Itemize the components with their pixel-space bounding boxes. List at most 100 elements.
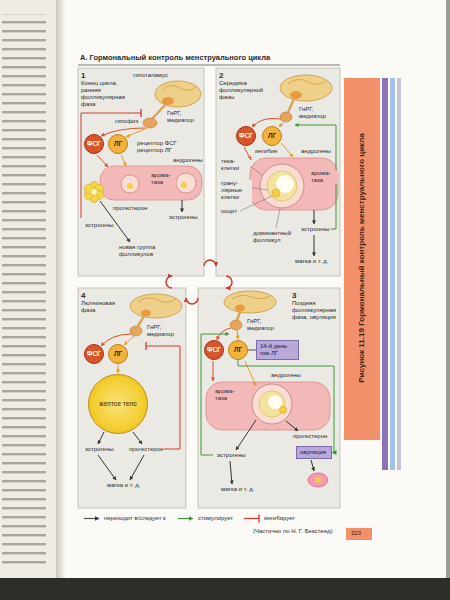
node-text: овуляция xyxy=(300,449,326,456)
hormone-arrow xyxy=(118,365,119,373)
ovary-drawing xyxy=(250,158,338,210)
hormone-arrow xyxy=(213,361,214,381)
text-label: ингибин xyxy=(254,148,278,155)
page-ground xyxy=(346,528,372,540)
text-label: ГнРГ, медиатор xyxy=(166,110,198,124)
hormone-arrow xyxy=(126,128,147,137)
hormone-arrow xyxy=(81,109,336,484)
legend-sample xyxy=(84,518,99,519)
brain-drawing xyxy=(288,79,326,84)
hormone-circle: ФСГ xyxy=(84,344,104,364)
page-ground xyxy=(56,0,446,578)
brain-drawing xyxy=(280,75,332,101)
hormone-circle: ЛГ xyxy=(262,126,282,146)
callout-box: овуляция xyxy=(296,446,332,459)
page-ground xyxy=(344,78,380,440)
hormone-arrow xyxy=(124,336,134,345)
node-text: желтое тело xyxy=(99,400,136,407)
text-label: ГнРГ, медиатор xyxy=(146,324,178,338)
hormone-arrow xyxy=(236,420,256,450)
phase-panel: 4Лютеиновая фазаФСГ ЛГ желтое тело xyxy=(78,288,186,508)
text-label: гипоталамус xyxy=(132,72,169,79)
panel-number: 4 xyxy=(81,291,127,300)
brain-drawing xyxy=(237,312,240,320)
panel-heading: 2Середина фолликулярной фазы xyxy=(219,71,265,101)
brain-drawing xyxy=(235,305,245,312)
ovary-drawing xyxy=(127,183,133,189)
legend-sample xyxy=(258,515,259,523)
page-ground xyxy=(446,0,450,578)
hormone-circle: ФСГ xyxy=(84,134,104,154)
hormone-arrow xyxy=(237,330,238,339)
brain-drawing xyxy=(162,97,174,105)
ovary-drawing xyxy=(121,175,139,193)
text-label: новая группа фолликулов xyxy=(118,244,166,258)
connector xyxy=(238,360,334,453)
ovary-drawing xyxy=(260,164,304,208)
ovary-drawing xyxy=(272,189,280,197)
text-label: эстрогены xyxy=(84,222,115,229)
text-label: рецептор ЛГ xyxy=(136,147,173,154)
brain-drawing xyxy=(162,85,196,90)
text-label: рецептор ФСГ xyxy=(136,140,178,147)
hormone-arrow xyxy=(252,118,281,127)
panel-title: Лютеиновая фаза xyxy=(81,300,127,314)
brain-drawing xyxy=(130,326,142,336)
hormone-arrow xyxy=(252,188,268,190)
text-label: 323 xyxy=(350,530,362,537)
hormone-circle: ФСГ xyxy=(236,126,256,146)
panel-ground xyxy=(78,288,186,508)
page-ground xyxy=(56,0,66,578)
panel-number: 1 xyxy=(81,71,127,80)
art-shape xyxy=(84,182,103,203)
text-label: андрогены xyxy=(172,157,204,164)
node-text: ЛГ xyxy=(114,141,122,148)
brain-drawing xyxy=(152,104,166,119)
node-text: ЛГ xyxy=(234,347,242,354)
brain-drawing xyxy=(224,291,276,313)
panel-ground xyxy=(78,68,340,508)
page-ground xyxy=(390,78,395,470)
text-label: прогестерон xyxy=(112,205,148,212)
hormone-circle: ФСГ xyxy=(204,340,224,360)
text-label: арома-таза xyxy=(310,170,338,184)
panel-title: Конец цикла, ранняя фолликулярная фаза xyxy=(81,80,127,108)
text-label: прогестерон xyxy=(128,446,164,453)
connector xyxy=(226,276,232,288)
node-text: ЛГ xyxy=(268,133,276,140)
legend-text: переходит в/следует к xyxy=(103,515,167,522)
hormone-arrow xyxy=(145,342,146,350)
panel-heading: 1Конец цикла, ранняя фолликулярная фаза xyxy=(81,71,127,108)
hormone-arrow xyxy=(81,113,141,218)
brain-drawing xyxy=(155,81,201,107)
connector xyxy=(186,298,198,304)
node-text: ЛГ xyxy=(114,351,122,358)
figure-caption: Рисунок 11.19 Гормональный контроль менс… xyxy=(356,88,368,428)
brain-drawing xyxy=(290,91,302,99)
panel-ground xyxy=(78,68,204,276)
panel-number: 2 xyxy=(219,71,265,80)
hormone-arrow xyxy=(98,432,104,444)
text-label: грану-лярные клетки xyxy=(220,180,252,201)
text-label: эстрогены xyxy=(168,214,199,221)
callout-box: 14-й день: пик ЛГ xyxy=(256,340,299,360)
text-label: матка и т. д. xyxy=(294,258,329,265)
ovary-drawing xyxy=(280,407,287,414)
brain-drawing xyxy=(143,118,157,128)
ovary-drawing xyxy=(100,166,202,200)
text-label: андрогены xyxy=(270,372,302,379)
hormone-arrow xyxy=(276,209,280,228)
text-label: арома-таза xyxy=(150,172,176,186)
hormone-arrow xyxy=(230,461,232,484)
text-label: эстрогены xyxy=(216,452,247,459)
connector xyxy=(204,260,216,266)
hormone-arrow xyxy=(130,455,144,480)
brain-drawing xyxy=(288,99,294,112)
figure-title: А. Гормональный контроль менструального … xyxy=(80,53,270,62)
brain-drawing xyxy=(141,310,151,317)
ovary-drawing xyxy=(252,384,292,424)
hormone-arrow xyxy=(146,346,180,449)
ovary-drawing xyxy=(181,182,187,188)
